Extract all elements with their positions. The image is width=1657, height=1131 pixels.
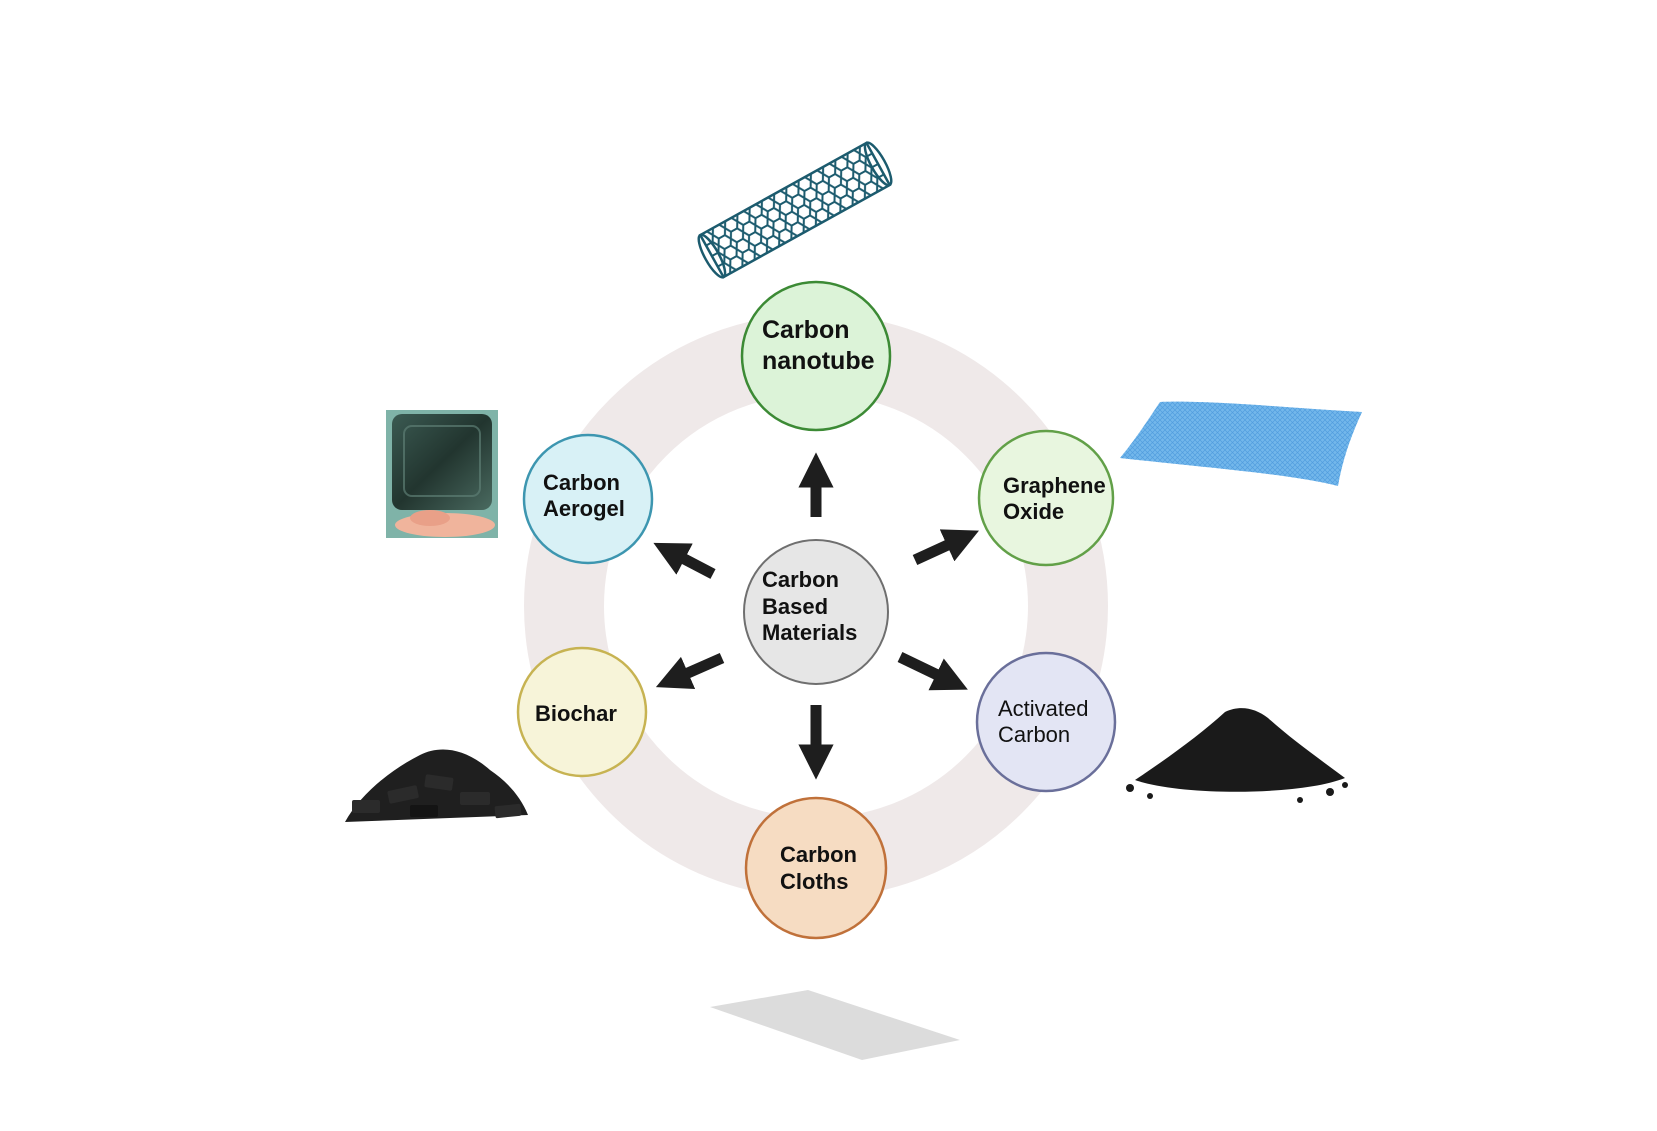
node-carbon-aerogel: Carbon Aerogel <box>522 433 654 565</box>
node-graphene-oxide: Graphene Oxide <box>977 429 1115 567</box>
biochar-pile-icon <box>345 749 528 822</box>
node-biochar: Biochar <box>516 646 648 778</box>
graphene-oxide-label-line-1: Graphene <box>1003 473 1106 498</box>
biochar-circle <box>516 646 648 778</box>
carbon-nanotube-label-line-1: Carbon <box>762 316 850 344</box>
activated-carbon-circle <box>975 651 1117 793</box>
carbon-powder-pile-icon <box>1126 708 1348 803</box>
graphene-sheet-icon <box>1120 401 1362 486</box>
biochar-label: Biochar <box>535 701 617 726</box>
carbon-cloths-circle <box>744 796 888 940</box>
arrows <box>653 452 979 780</box>
node-carbon-cloths: Carbon Cloths <box>744 796 888 940</box>
center-circle <box>743 539 889 685</box>
node-carbon-nanotube: Carbon nanotube <box>740 280 892 432</box>
arrow-to-activated-carbon <box>897 652 968 691</box>
carbon-nanotube-label-line-2: nanotube <box>762 347 875 375</box>
nanotube-icon <box>697 141 893 279</box>
activated-carbon-label-line-1: Activated <box>998 696 1089 721</box>
arrow-to-biochar <box>655 652 725 690</box>
graphene-oxide-label-line-2: Oxide <box>1003 499 1064 524</box>
carbon-aerogel-circle <box>522 433 654 565</box>
carbon-cloths-label-line-1: Carbon <box>780 842 857 867</box>
carbon-cloths-label-line-2: Cloths <box>780 869 848 894</box>
node-activated-carbon: Activated Carbon <box>975 651 1117 793</box>
carbon-nanotube-circle <box>740 280 892 432</box>
arrow-to-graphene-oxide <box>912 529 979 565</box>
center-node: Carbon Based Materials <box>743 539 889 685</box>
activated-carbon-label-line-2: Carbon <box>998 722 1070 747</box>
center-label-line-3: Materials <box>762 620 857 645</box>
cloth-sheet-icon <box>710 990 960 1060</box>
carbon-aerogel-label-line-2: Aerogel <box>543 496 625 521</box>
center-label-line-1: Carbon <box>762 567 839 592</box>
graphene-oxide-circle <box>977 429 1115 567</box>
center-label-line-2: Based <box>762 594 828 619</box>
carbon-aerogel-label-line-1: Carbon <box>543 470 620 495</box>
aerogel-block-icon <box>386 410 498 538</box>
arrow-to-carbon-aerogel <box>653 542 716 579</box>
